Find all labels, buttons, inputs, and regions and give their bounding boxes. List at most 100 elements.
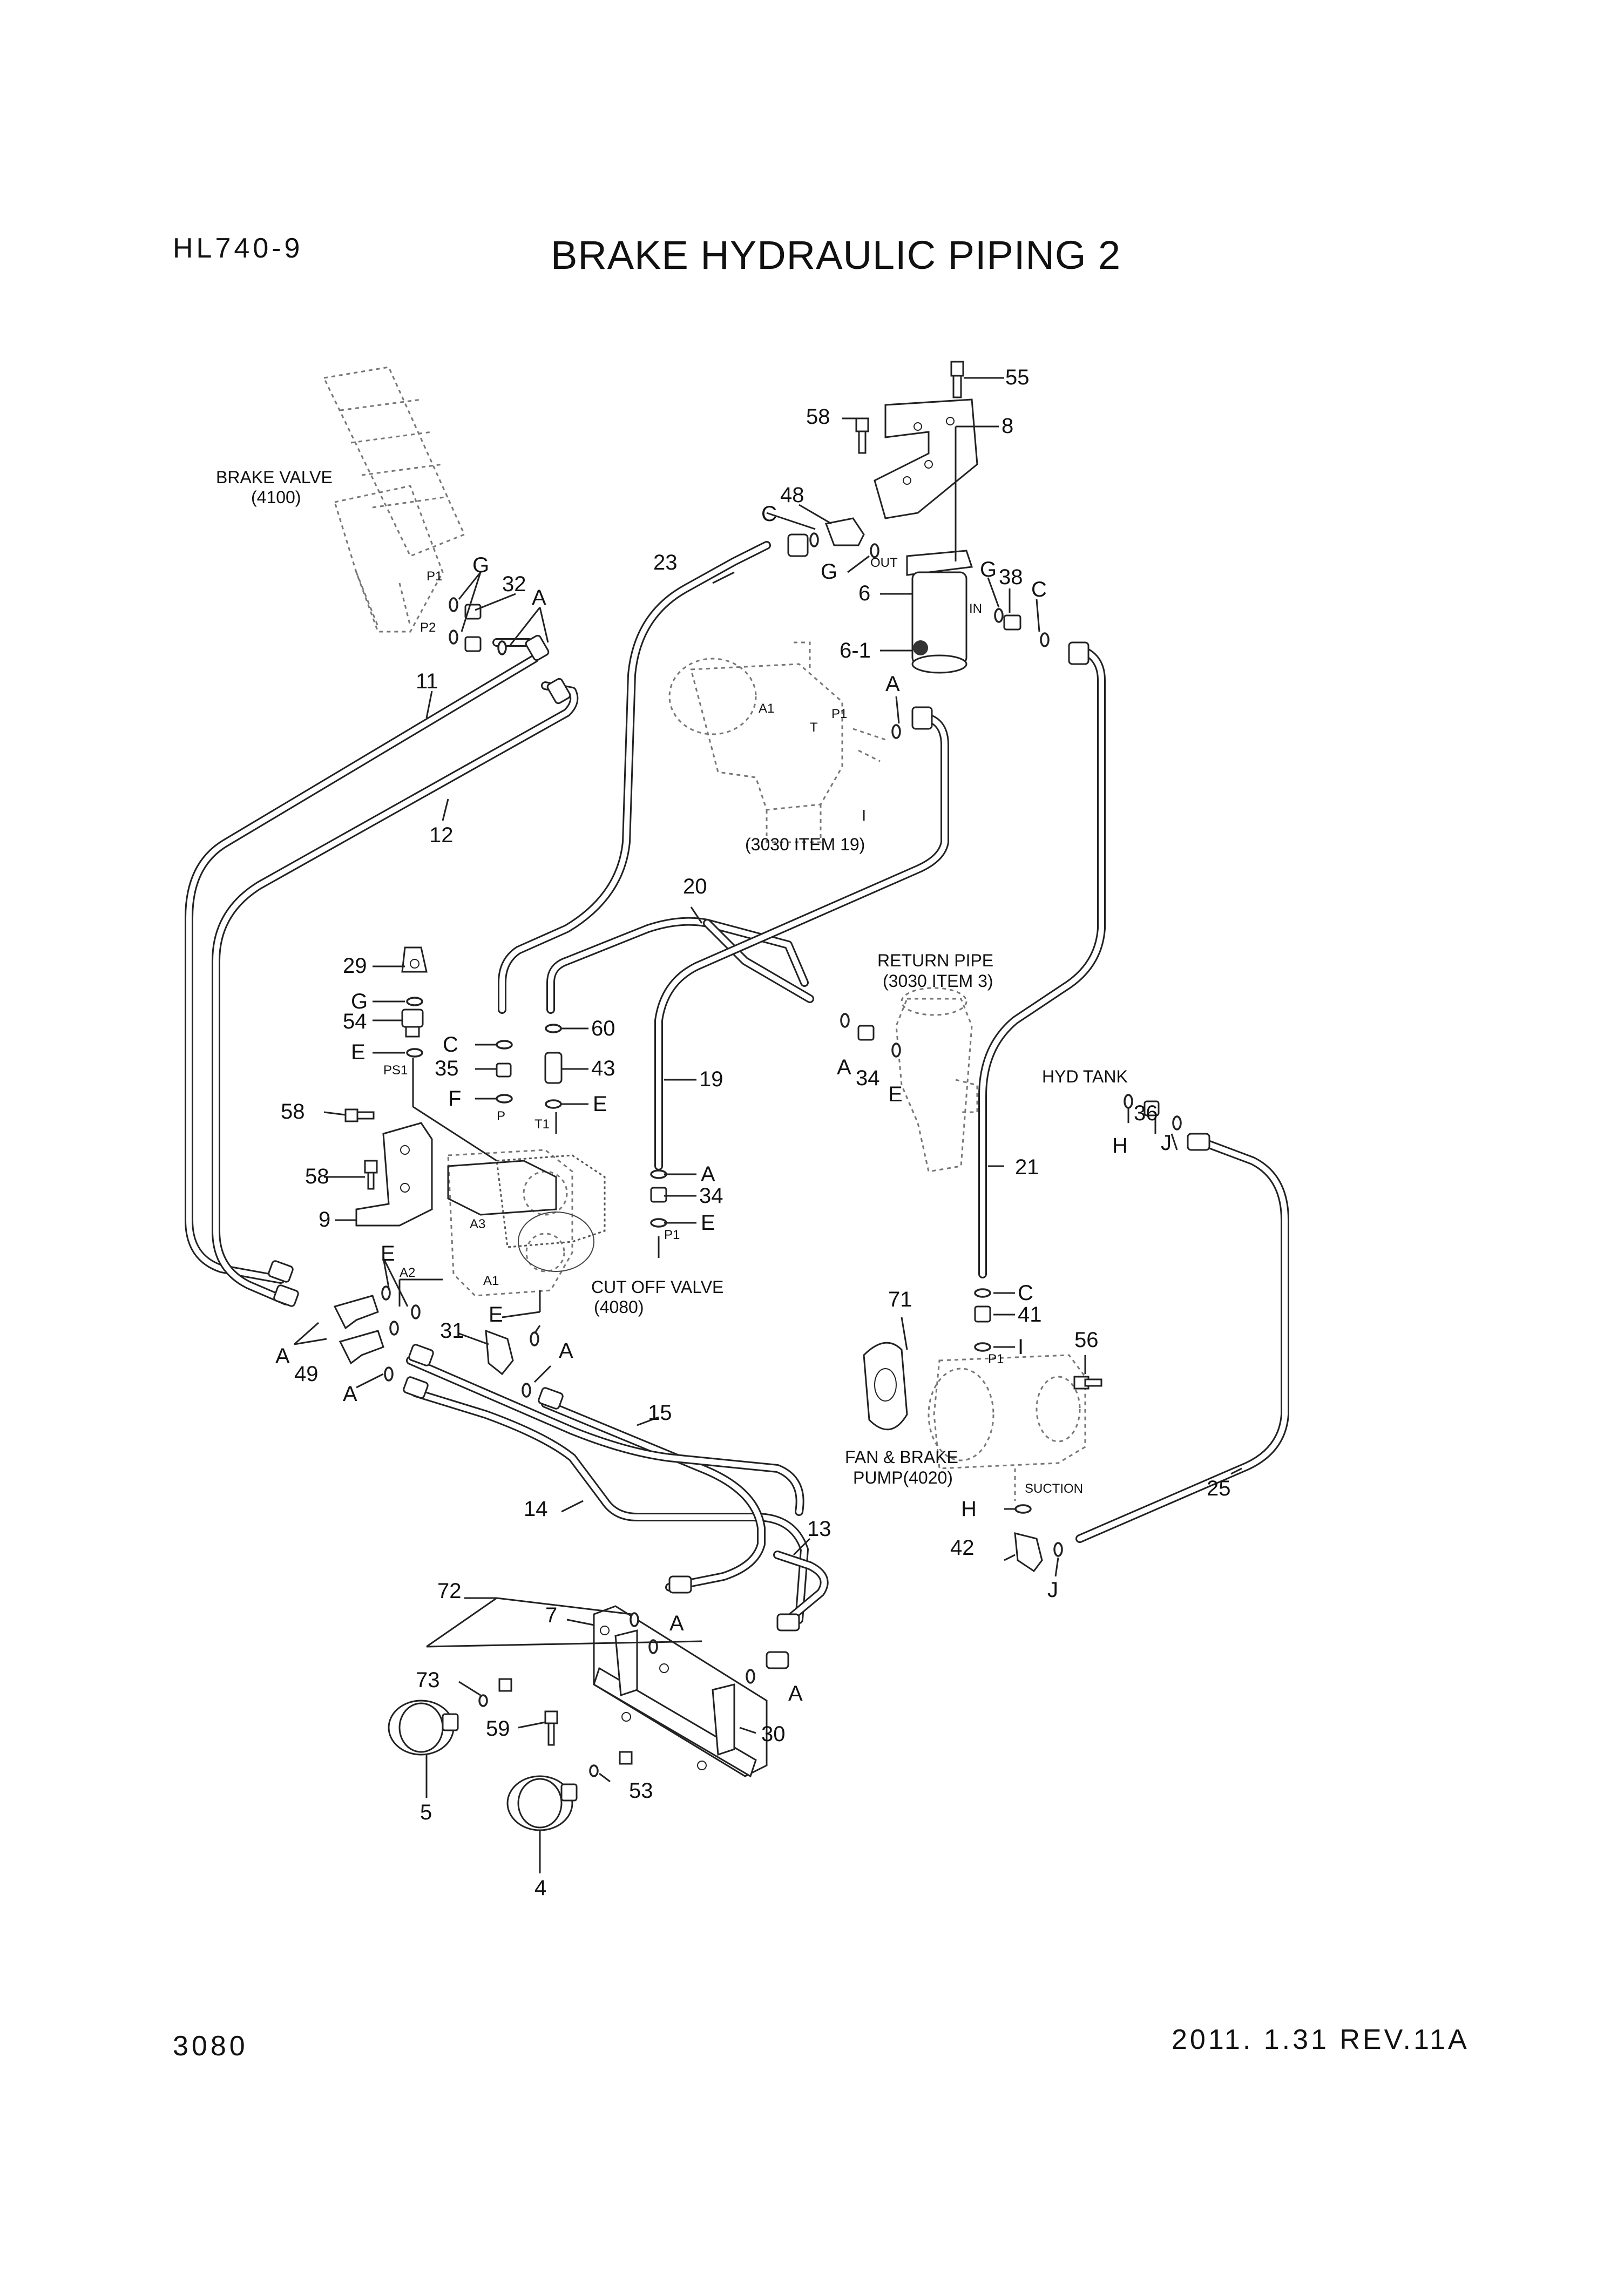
- callout-59: 59: [486, 1717, 510, 1741]
- callout-e-return: E: [888, 1082, 903, 1106]
- return-pipe-label: RETURN PIPE: [877, 951, 993, 970]
- callout-j-tank: J: [1161, 1131, 1172, 1155]
- fitting-38: [1003, 614, 1021, 631]
- callout-c-top: C: [761, 502, 777, 526]
- callout-56: 56: [1074, 1328, 1099, 1352]
- callout-e-t1: E: [593, 1092, 607, 1116]
- callout-34-mid: 34: [699, 1184, 723, 1208]
- callout-g-brake: G: [472, 553, 489, 577]
- accumulator-5: [388, 1700, 459, 1756]
- port-in: IN: [969, 601, 982, 616]
- bolts-58-left: [344, 1108, 378, 1190]
- callout-73: 73: [416, 1668, 440, 1692]
- port-a1-block: A1: [759, 701, 774, 716]
- callout-35: 35: [435, 1057, 459, 1080]
- callout-34-right: 34: [856, 1066, 880, 1090]
- fitting-34-mid: [650, 1187, 667, 1203]
- mounting-bracket-8: [874, 398, 978, 519]
- callout-4: 4: [534, 1876, 546, 1900]
- callout-a-31: A: [559, 1339, 573, 1363]
- gasket-71: [863, 1342, 908, 1431]
- callout-9: 9: [319, 1208, 330, 1231]
- callout-f: F: [448, 1087, 461, 1111]
- brake-valve-ref: (4100): [251, 488, 301, 507]
- callout-21: 21: [1015, 1155, 1039, 1179]
- callout-c-pump: C: [1018, 1281, 1033, 1305]
- port-t1: T1: [534, 1117, 550, 1132]
- callout-14: 14: [524, 1497, 548, 1521]
- callout-g-in: G: [980, 558, 997, 581]
- elbow-42: [1014, 1532, 1043, 1573]
- callout-a-return: A: [837, 1055, 851, 1079]
- callout-h-pump: H: [961, 1497, 977, 1521]
- callout-30: 30: [761, 1722, 786, 1746]
- fan-brake-pump-ref: PUMP(4020): [853, 1468, 953, 1487]
- callout-h-tank: H: [1112, 1134, 1128, 1158]
- callout-e-31: E: [489, 1303, 503, 1326]
- bolt-58-top: [855, 417, 869, 454]
- hose-ends-top: [525, 533, 1090, 730]
- callout-25: 25: [1207, 1477, 1231, 1500]
- fitting-34-right: [857, 1025, 875, 1041]
- fitting-54: [401, 1008, 424, 1038]
- fitting-41: [974, 1305, 991, 1323]
- callout-g-mid: G: [351, 990, 368, 1013]
- callout-6-1: 6-1: [840, 639, 871, 662]
- valve-block-ghost: [668, 641, 886, 843]
- callout-29: 29: [343, 954, 367, 978]
- brake-valve-ghost: [322, 366, 466, 633]
- callout-i: I: [1018, 1335, 1024, 1359]
- port-out: OUT: [870, 556, 898, 570]
- callout-a-block: A: [885, 672, 900, 696]
- callout-48: 48: [780, 483, 804, 507]
- callout-36: 36: [1134, 1101, 1158, 1125]
- callout-42: 42: [950, 1536, 975, 1560]
- callout-58-mid: 58: [305, 1165, 329, 1188]
- callout-a-mid: A: [701, 1162, 715, 1186]
- callout-31: 31: [440, 1319, 464, 1343]
- port-a1-cut: A1: [483, 1274, 499, 1288]
- port-suction: SUCTION: [1025, 1481, 1083, 1496]
- cut-off-valve-body: [447, 1160, 557, 1216]
- return-pipe-ghost: [895, 987, 978, 1173]
- fitting-35: [496, 1062, 512, 1078]
- callout-58-top: 58: [806, 405, 830, 429]
- bracket-7: [593, 1605, 768, 1778]
- callout-c-mid: C: [443, 1033, 458, 1057]
- pressure-switch-29: [401, 946, 428, 973]
- fitting-36: [1143, 1100, 1160, 1116]
- page-number: 3080: [173, 2030, 248, 2062]
- callout-8: 8: [1002, 414, 1013, 438]
- callout-g-out: G: [821, 560, 837, 584]
- callout-58-left: 58: [281, 1100, 305, 1123]
- accumulator-4: [506, 1775, 578, 1831]
- hyd-tank-label: HYD TANK: [1042, 1067, 1128, 1086]
- callout-e-ps1: E: [351, 1040, 366, 1064]
- callout-j-pump: J: [1047, 1578, 1058, 1602]
- port-p: P: [497, 1109, 505, 1123]
- callout-11: 11: [416, 669, 438, 693]
- port-p1-brake: P1: [427, 569, 442, 584]
- hoses: [185, 541, 1289, 1624]
- callout-a-bottom2: A: [788, 1682, 803, 1705]
- callout-15: 15: [648, 1401, 672, 1425]
- cut-off-valve-label: CUT OFF VALVE: [591, 1277, 723, 1297]
- filter-6: [906, 550, 973, 674]
- bracket-9: [355, 1122, 433, 1227]
- port-p1-cut: P1: [664, 1228, 680, 1242]
- callout-32: 32: [502, 572, 526, 596]
- callout-72: 72: [437, 1579, 462, 1603]
- leader-lines: [294, 377, 1242, 1873]
- fan-brake-pump-label: FAN & BRAKE: [845, 1447, 958, 1467]
- callout-20: 20: [683, 875, 707, 898]
- port-ps1: PS1: [383, 1063, 408, 1078]
- callout-71: 71: [888, 1288, 912, 1311]
- port-a3: A3: [470, 1217, 485, 1231]
- tees-49: [333, 1295, 384, 1365]
- hose-ends-bottom: [668, 1133, 1210, 1669]
- model-code: HL740-9: [173, 233, 303, 264]
- callout-c-in: C: [1031, 578, 1047, 601]
- page-title: BRAKE HYDRAULIC PIPING 2: [551, 233, 1121, 277]
- port-t-block: T: [810, 720, 818, 735]
